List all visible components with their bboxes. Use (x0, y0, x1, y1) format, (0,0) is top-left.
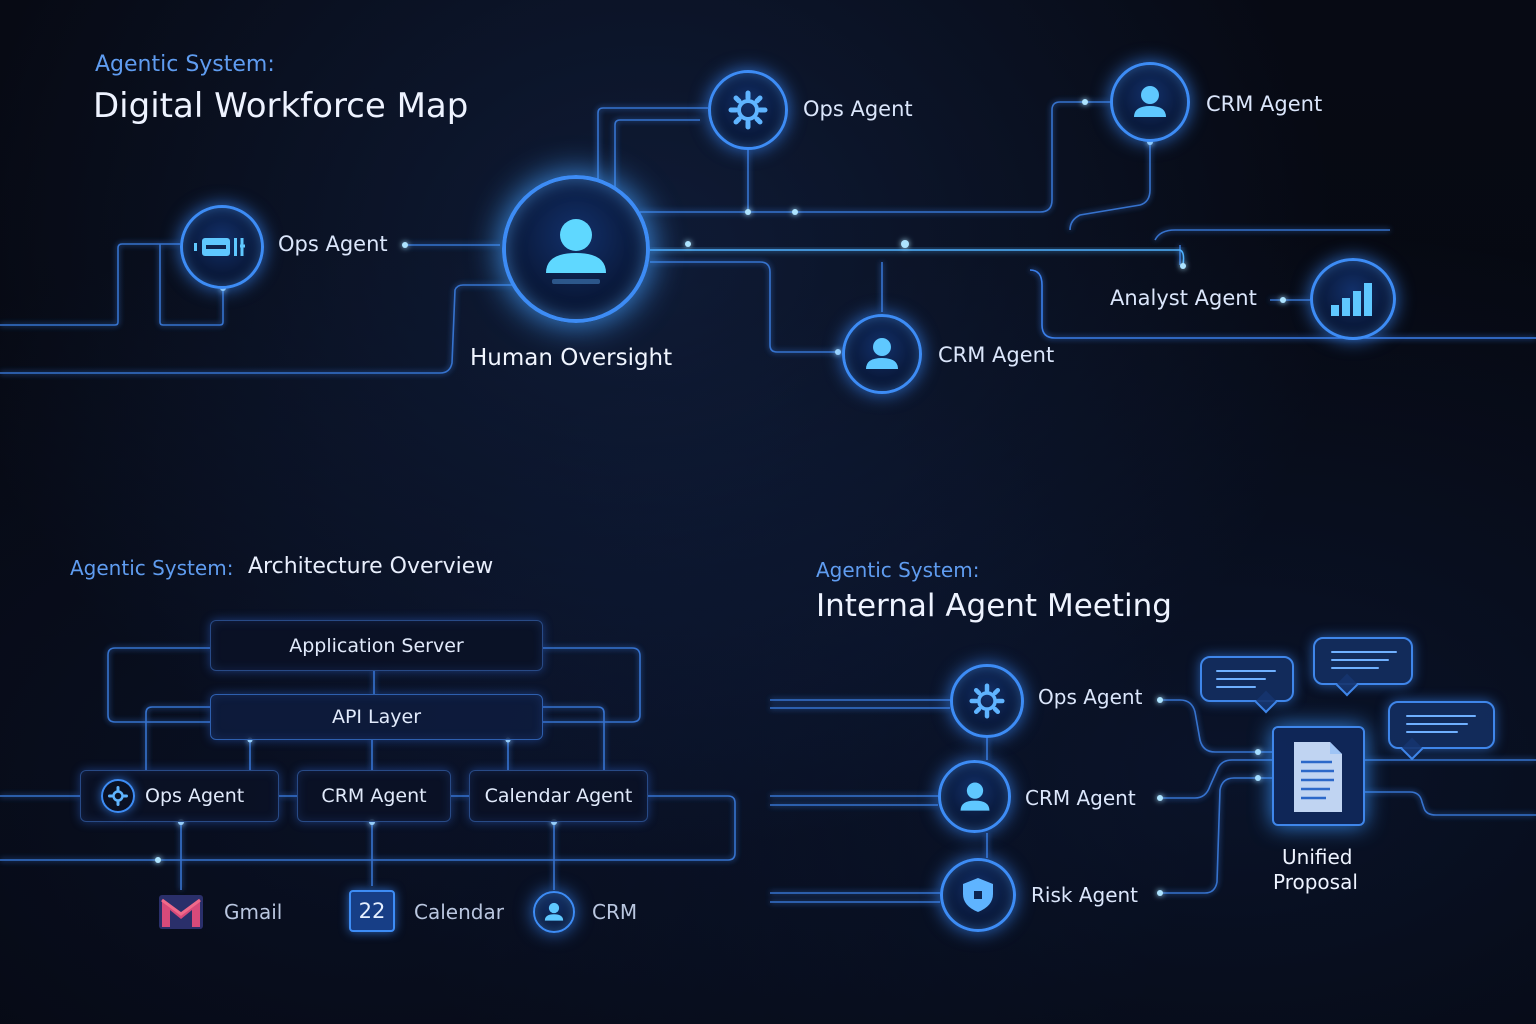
ops-agent-node-left[interactable] (180, 205, 264, 289)
shield-icon (963, 878, 993, 912)
application-server-label: Application Server (289, 634, 464, 657)
architecture-title: Architecture Overview (248, 554, 494, 579)
meeting-ops-agent-node[interactable] (950, 664, 1024, 738)
ops-agent-box[interactable]: Ops Agent (80, 770, 279, 822)
crm-agent-node-bottom[interactable] (842, 314, 922, 394)
chat-bubble-icon (1200, 656, 1294, 714)
person-icon (1134, 86, 1166, 117)
analyst-agent-label: Analyst Agent (1110, 286, 1257, 310)
gear-icon (969, 683, 1005, 719)
gmail-icon (159, 895, 203, 929)
bar-chart-icon (1331, 283, 1372, 316)
meeting-ops-agent-label: Ops Agent (1038, 685, 1143, 709)
application-server-box[interactable]: Application Server (210, 620, 543, 671)
chat-bubble-icon (1388, 701, 1495, 761)
person-icon (866, 338, 898, 369)
meeting-crm-agent-node[interactable] (938, 760, 1011, 833)
workforce-subtitle: Agentic System: (95, 52, 275, 77)
document-icon (1272, 726, 1365, 826)
gear-icon (728, 90, 768, 130)
person-icon (546, 219, 606, 284)
architecture-subtitle: Agentic System: (70, 556, 234, 580)
human-oversight-label: Human Oversight (470, 345, 673, 371)
meeting-crm-agent-label: CRM Agent (1025, 786, 1136, 810)
crm-agent-box-label: CRM Agent (321, 785, 427, 807)
ops-agent-node-top[interactable] (708, 70, 788, 150)
calendar-agent-box[interactable]: Calendar Agent (469, 770, 648, 822)
unified-proposal-line1: Unified (1282, 845, 1353, 869)
chat-bubble-icon (1313, 637, 1413, 697)
person-icon (544, 902, 564, 921)
meeting-risk-agent-node[interactable] (940, 858, 1016, 932)
crm-service-icon (533, 891, 575, 933)
ops-agent-label-top: Ops Agent (803, 97, 913, 121)
calendar-label: Calendar (414, 900, 504, 924)
ops-agent-box-label: Ops Agent (145, 785, 245, 807)
crm-agent-box[interactable]: CRM Agent (297, 770, 451, 822)
calendar-icon-day: 22 (358, 899, 386, 923)
api-layer-label: API Layer (331, 706, 422, 728)
gear-icon (101, 779, 135, 813)
calendar-icon: 22 (349, 890, 395, 932)
crm-service-label: CRM (592, 900, 638, 924)
meeting-risk-agent-label: Risk Agent (1031, 883, 1139, 907)
meeting-subtitle: Agentic System: (816, 558, 980, 582)
human-oversight-node[interactable] (502, 175, 650, 323)
unified-proposal-line2: Proposal (1273, 870, 1358, 894)
toolbox-icon (194, 238, 245, 256)
api-layer-box[interactable]: API Layer (210, 694, 543, 740)
ops-agent-label-left: Ops Agent (278, 232, 388, 256)
meeting-title: Internal Agent Meeting (816, 588, 1172, 624)
crm-agent-node-top[interactable] (1110, 62, 1190, 142)
analyst-agent-node[interactable] (1310, 258, 1396, 340)
workforce-title: Digital Workforce Map (93, 86, 469, 126)
crm-agent-label-top: CRM Agent (1206, 92, 1323, 116)
calendar-agent-box-label: Calendar Agent (484, 785, 633, 807)
person-icon (960, 782, 989, 811)
gmail-label: Gmail (224, 900, 283, 924)
crm-agent-label-bottom: CRM Agent (938, 343, 1055, 367)
